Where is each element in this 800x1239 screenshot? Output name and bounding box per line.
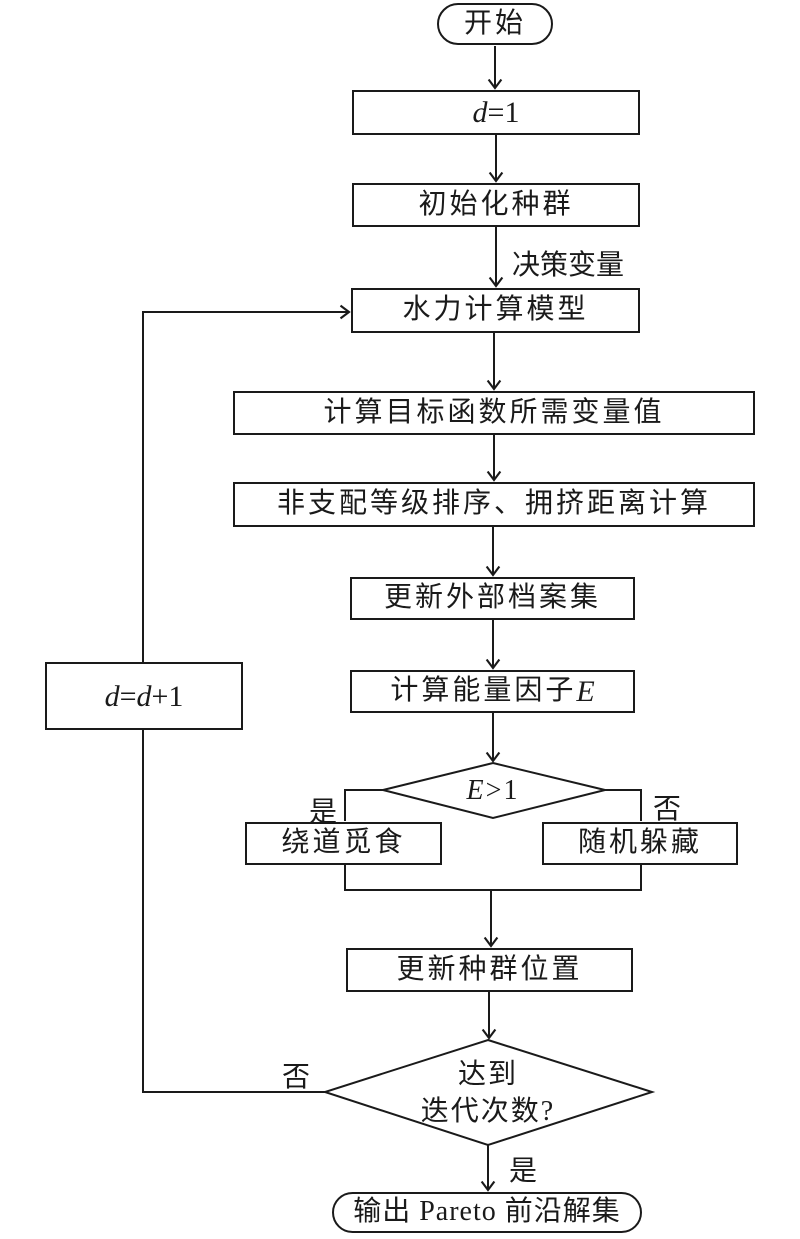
branch-no-line bbox=[603, 789, 642, 821]
hydraulic-label: 水力计算模型 bbox=[402, 294, 589, 326]
edge-label-yes-iteration: 是 bbox=[509, 1156, 538, 1187]
increment-var2: d bbox=[136, 679, 152, 713]
start-terminal: 开始 bbox=[437, 3, 553, 45]
d1-rest: =1 bbox=[487, 96, 520, 129]
edge-label-no-energy: 否 bbox=[653, 794, 682, 825]
increment-var1: d bbox=[104, 679, 120, 713]
box-nondominated-sort: 非支配等级排序、拥挤距离计算 bbox=[233, 482, 755, 527]
hiding-label: 随机躲藏 bbox=[577, 827, 702, 859]
iteration-decision-diamond bbox=[321, 1038, 656, 1147]
start-label: 开始 bbox=[463, 7, 526, 39]
objective-label: 计算目标函数所需变量值 bbox=[323, 396, 665, 428]
increment-eq: = bbox=[119, 679, 137, 713]
output-terminal: 输出 Pareto 前沿解集 bbox=[332, 1192, 642, 1233]
edge-label-no-iteration: 否 bbox=[282, 1062, 311, 1093]
box-d-equals-1: d=1 bbox=[352, 90, 640, 135]
box-detour-foraging: 绕道觅食 bbox=[245, 822, 442, 865]
e-check-rest: >1 bbox=[485, 775, 520, 806]
merge-line bbox=[344, 864, 642, 891]
archive-label: 更新外部档案集 bbox=[383, 582, 601, 614]
edge-label-decision-variables: 决策变量 bbox=[512, 250, 625, 281]
box-update-archive: 更新外部档案集 bbox=[350, 577, 635, 620]
init-label: 初始化种群 bbox=[418, 188, 574, 220]
iteration-line1: 达到 bbox=[457, 1059, 518, 1090]
iteration-line2: 迭代次数? bbox=[420, 1096, 556, 1127]
box-objective-variables: 计算目标函数所需变量值 bbox=[233, 391, 755, 435]
box-initialize-population: 初始化种群 bbox=[352, 183, 640, 227]
energy-label: 计算能量因子 bbox=[390, 675, 577, 707]
box-random-hiding: 随机躲藏 bbox=[542, 822, 738, 865]
energy-decision-text: E>1 bbox=[393, 763, 593, 818]
box-update-population-position: 更新种群位置 bbox=[346, 948, 633, 992]
sort-label: 非支配等级排序、拥挤距离计算 bbox=[276, 488, 711, 520]
foraging-label: 绕道觅食 bbox=[281, 827, 406, 859]
energy-var: E bbox=[576, 675, 595, 708]
branch-yes-line bbox=[344, 789, 384, 821]
update-label: 更新种群位置 bbox=[396, 953, 583, 985]
e-check-var: E bbox=[466, 775, 486, 806]
d1-var: d bbox=[472, 96, 488, 129]
increment-rest: +1 bbox=[151, 679, 184, 713]
energy-decision-diamond bbox=[382, 761, 606, 820]
iteration-decision-text: 达到 迭代次数? bbox=[378, 1047, 598, 1139]
box-d-increment: d=d+1 bbox=[45, 662, 243, 730]
box-hydraulic-model: 水力计算模型 bbox=[351, 288, 640, 333]
output-label: 输出 Pareto 前沿解集 bbox=[353, 1196, 621, 1228]
